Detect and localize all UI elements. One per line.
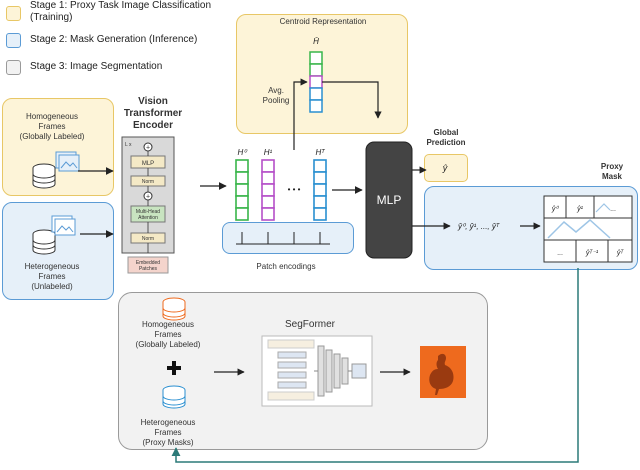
stage1-input-box (2, 98, 114, 196)
proxy-cell-yt: ŷᵀ (616, 250, 625, 257)
centroid-h-bar-label: H̄ (313, 37, 319, 46)
token-column-ht (313, 159, 327, 221)
arrow-centroid-to-mlp (322, 81, 382, 119)
stage3-heterogeneous-label: Heterogeneous Frames (Proxy Masks) (140, 418, 196, 447)
token-h0-label: H⁰ (238, 148, 249, 157)
legend-swatch-stage1 (6, 6, 21, 21)
proxy-cell-yt1: ŷᵀ⁻¹ (585, 250, 599, 257)
stage3-homogeneous-label: Homogeneous Frames (Globally Labeled) (135, 320, 201, 349)
svg-text:+: + (146, 145, 150, 152)
proxy-cell-y0: ŷ⁰ (551, 205, 560, 213)
legend-stage2-label: Stage 2: Mask Generation (Inference) (30, 34, 198, 45)
segmentation-output-image (420, 346, 466, 398)
legend-swatch-stage2 (6, 33, 21, 48)
embedded-patches-label-2: Patches (139, 266, 158, 272)
heterogeneous-frames-label: Heterogeneous Frames (Unlabeled) (24, 262, 80, 291)
encoder-norm2-label: Norm (142, 236, 154, 242)
arrow-tokens-to-centroid (293, 78, 308, 150)
encoder-mlp-label: MLP (142, 161, 154, 167)
legend-stage1-sublabel: (Training) (30, 12, 73, 23)
token-dots: • • • (288, 185, 301, 194)
plus-icon (167, 361, 181, 375)
arrow-proxy-to-segmentation (171, 268, 579, 463)
centroid-vector (309, 51, 323, 113)
patch-encodings-box (222, 222, 354, 254)
database-icon-blue (162, 385, 186, 409)
avg-pooling-label: Avg. Pooling (262, 86, 290, 105)
segformer-architecture-image (261, 335, 373, 407)
token-ht-label: Hᵀ (316, 148, 326, 157)
patch-encodings-bracket (236, 232, 330, 245)
legend-stage3-label: Stage 3: Image Segmentation (30, 61, 163, 72)
proxy-cell-dots-2: ... (557, 250, 563, 257)
database-icon-orange (162, 297, 186, 321)
segformer-title: SegFormer (284, 319, 335, 330)
token-column-h1 (261, 159, 275, 221)
proxy-sequence-label: ŷ⁰, ŷ¹, ..., ŷᵀ (457, 222, 500, 231)
encoder-mha-label-2: Attention (138, 215, 158, 221)
database-icon (32, 163, 56, 189)
image-stack-icon (55, 151, 80, 172)
centroid-title: Centroid Representation (279, 17, 367, 26)
token-column-h0 (235, 159, 249, 221)
svg-text:+: + (146, 194, 150, 201)
mlp-block-label: MLP (377, 193, 402, 207)
vit-encoder-block: L x + MLP Norm + Multi-Head Attention No… (121, 136, 175, 274)
encoder-title: Vision Transformer Encoder (123, 96, 183, 131)
legend-stage1-label: Stage 1: Proxy Task Image Classification (30, 0, 212, 11)
proxy-cell-dots: ... (610, 206, 616, 213)
proxy-mask-grid (543, 195, 633, 263)
global-prediction-value: ŷ (442, 163, 448, 173)
encoder-lx-label: L x (125, 142, 132, 148)
mlp-block (365, 141, 413, 259)
global-prediction-box (424, 154, 468, 182)
proxy-cell-y1: ŷ¹ (576, 206, 584, 213)
token-h1-label: H¹ (264, 148, 273, 157)
patch-encodings-label: Patch encodings (256, 262, 316, 271)
encoder-mha-label-1: Multi-Head (136, 209, 160, 215)
encoder-norm-label: Norm (142, 179, 154, 185)
legend-swatch-stage3 (6, 60, 21, 75)
image-stack-icon (51, 215, 76, 236)
database-icon (32, 229, 56, 255)
global-prediction-title: Global Prediction (426, 128, 466, 147)
proxy-mask-title: Proxy Mask (600, 162, 624, 181)
embedded-patches-label-1: Embedded (136, 260, 160, 266)
homogeneous-frames-label: Homogeneous Frames (Globally Labeled) (19, 112, 85, 141)
